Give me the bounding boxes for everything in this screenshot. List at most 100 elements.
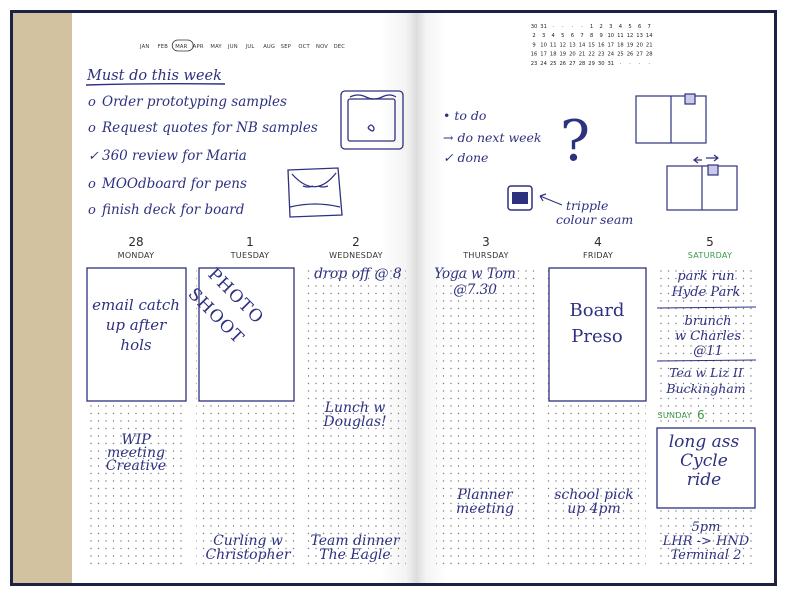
month-may: MAY [210, 44, 222, 50]
mini-cal-cell: 22 [588, 52, 595, 58]
note-saturday-2: brunch [685, 314, 732, 329]
seam-note: tripple colour seam [507, 185, 633, 227]
mini-cal-cell: · [648, 61, 650, 67]
month-sep: SEP [281, 44, 291, 50]
note-monday-box: up after [106, 316, 167, 334]
day-name: FRIDAY [583, 251, 613, 260]
mini-cal-cell: · [581, 24, 583, 30]
mini-cal-cell: 27 [569, 61, 576, 67]
mini-cal-cell: 18 [550, 52, 557, 58]
sunday-box [656, 427, 756, 509]
day-name: THURSDAY [462, 251, 509, 260]
mini-cal-cell: · [572, 24, 574, 30]
mini-cal-cell: · [639, 61, 641, 67]
legend: • to do → do next week ✓ done ? [443, 108, 590, 174]
note-wednesday-mid: Lunch w [324, 400, 386, 416]
mini-cal-cell: · [620, 61, 622, 67]
mini-cal-cell: 19 [627, 42, 634, 48]
month-jan: JAN [139, 44, 149, 50]
note-sunday-box: Cycle [680, 451, 728, 471]
note-thursday-top: Yoga w Tom [434, 266, 516, 282]
mini-cal-cell: 1 [590, 24, 593, 30]
seam-note-line-1: tripple [566, 198, 608, 213]
note-monday-box: hols [120, 336, 151, 354]
mini-cal-cell: 9 [532, 42, 535, 48]
mini-cal-cell: 14 [579, 42, 586, 48]
sketch-notebook-open-icon [340, 90, 404, 150]
note-saturday-3: Buckingham [665, 381, 745, 396]
mini-cal-cell: 4 [552, 33, 556, 39]
note-thursday-top: @7.30 [453, 282, 497, 298]
sketch-pouch-icon [287, 167, 343, 218]
mini-cal-cell: 9 [600, 33, 603, 39]
mini-cal-cell: 29 [588, 61, 595, 67]
month-mar: MAR [175, 44, 187, 50]
must-do-item: finish deck for board [101, 202, 245, 218]
mini-cal-cell: 18 [617, 42, 624, 48]
must-do-item: 360 review for Maria [102, 148, 247, 164]
mini-cal-cell: 30 [531, 24, 538, 30]
note-wednesday-top: drop off @ 8 [314, 266, 402, 282]
monday-box [86, 267, 187, 402]
must-do-list: Must do this week o Order prototyping sam… [85, 68, 318, 218]
friday-box [548, 267, 647, 402]
mini-cal-cell: · [629, 61, 631, 67]
mini-cal-cell: · [562, 24, 564, 30]
legend-todo: • to do [443, 108, 486, 123]
mini-cal-cell: 31 [540, 24, 547, 30]
month-jul: JUL [245, 44, 255, 50]
note-saturday-2: w Charles [675, 329, 741, 344]
mini-cal-cell: 2 [600, 24, 603, 30]
note-saturday-2: @11 [693, 344, 723, 359]
note-wednesday-mid: Douglas! [322, 414, 386, 430]
month-apr: APR [193, 44, 204, 50]
month-jun: JUN [227, 44, 238, 50]
note-tuesday-lower: Curling w [213, 533, 283, 549]
month-dec: DEC [334, 44, 346, 50]
note-saturday-1: Hyde Park [671, 285, 741, 300]
mini-cal-cell: 12 [627, 33, 634, 39]
mini-cal-cell: 21 [646, 42, 653, 48]
legend-next: → do next week [443, 130, 542, 145]
mini-cal-cell: 27 [636, 52, 643, 58]
mini-cal-cell: 17 [607, 42, 614, 48]
note-friday-lower: up 4pm [567, 501, 621, 517]
mini-cal-cell: 10 [607, 33, 614, 39]
legend-done: ✓ done [443, 150, 488, 165]
day-number: 2 [352, 235, 360, 249]
day-number: 3 [482, 235, 490, 249]
day-number: 1 [246, 235, 254, 249]
day-number: 28 [128, 235, 143, 249]
mini-cal-cell: 14 [646, 33, 653, 39]
mini-cal-cell: 16 [598, 42, 605, 48]
mini-cal-cell: 15 [588, 42, 595, 48]
mini-cal-cell: 10 [540, 42, 547, 48]
note-wednesday-lower: Team dinner [310, 533, 400, 549]
notebook-cover [13, 13, 73, 583]
must-do-mark: o [88, 177, 96, 192]
legend-question: ? [560, 109, 590, 174]
tuesday-box [198, 267, 295, 402]
sketch-open-notebook-icon [635, 93, 707, 144]
must-do-mark: o [88, 203, 96, 218]
mini-cal-cell: 23 [598, 52, 605, 58]
mini-cal-cell: 3 [542, 33, 545, 39]
note-thursday-lower: Planner [456, 487, 514, 503]
note-sunday-lower: Terminal 2 [671, 548, 742, 563]
note-monday-lower: Creative [106, 458, 166, 474]
mini-cal-cell: 7 [648, 24, 651, 30]
day-name: TUESDAY [230, 251, 270, 260]
note-monday-lower: meeting [107, 445, 165, 461]
mini-cal-cell: 11 [617, 33, 624, 39]
mini-cal-cell: · [552, 24, 554, 30]
mini-cal-cell: 24 [607, 52, 614, 58]
day-number: 4 [594, 235, 602, 249]
day-number: 5 [706, 235, 714, 249]
mini-cal-cell: 21 [579, 52, 586, 58]
must-do-item: Order prototyping samples [102, 94, 287, 110]
note-friday-lower: school pick [554, 487, 634, 503]
must-do-title: Must do this week [86, 68, 222, 84]
note-friday-box: Board [570, 300, 625, 321]
